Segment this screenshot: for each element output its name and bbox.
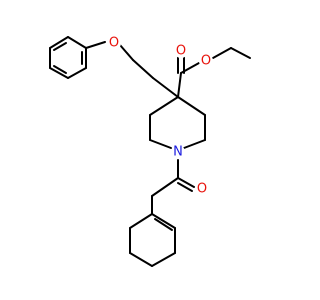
atom-o-ester-carbonyl: O [174, 44, 188, 59]
cyclohexene-ring [129, 213, 176, 267]
svg-text:O: O [197, 182, 207, 197]
amide-linker [151, 159, 195, 215]
atom-o-amide: O [195, 182, 209, 197]
svg-text:O: O [176, 44, 186, 59]
svg-text:N: N [173, 145, 183, 160]
svg-text:O: O [201, 54, 211, 69]
atom-n-piperidine: N [171, 145, 185, 160]
molecule-structure: O O O N O [49, 36, 251, 267]
atom-o-ester: O [199, 54, 213, 69]
ethyl-ester [177, 47, 251, 98]
phenyl-ring [49, 36, 87, 79]
piperidine-ring [149, 96, 206, 149]
atom-o-ether: O [107, 36, 121, 51]
svg-text:O: O [109, 36, 119, 51]
phenoxyethyl-chain [85, 41, 179, 98]
